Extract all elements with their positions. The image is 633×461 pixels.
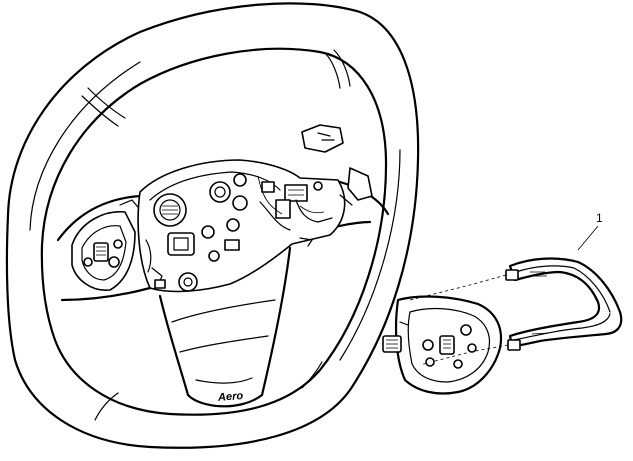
callout-1: 1 — [577, 211, 603, 251]
steering-wheel-rim — [5, 2, 420, 449]
removed-switch-housing — [382, 295, 503, 395]
steering-hub-mechanism — [137, 159, 373, 293]
callout-label: 1 — [596, 211, 603, 225]
aero-badge: Aero — [217, 390, 244, 404]
switch-bezel-part — [409, 257, 623, 366]
aero-badge-text: Aero — [217, 390, 244, 404]
wheel-spokes — [56, 180, 390, 408]
left-switch-cluster — [71, 199, 143, 291]
